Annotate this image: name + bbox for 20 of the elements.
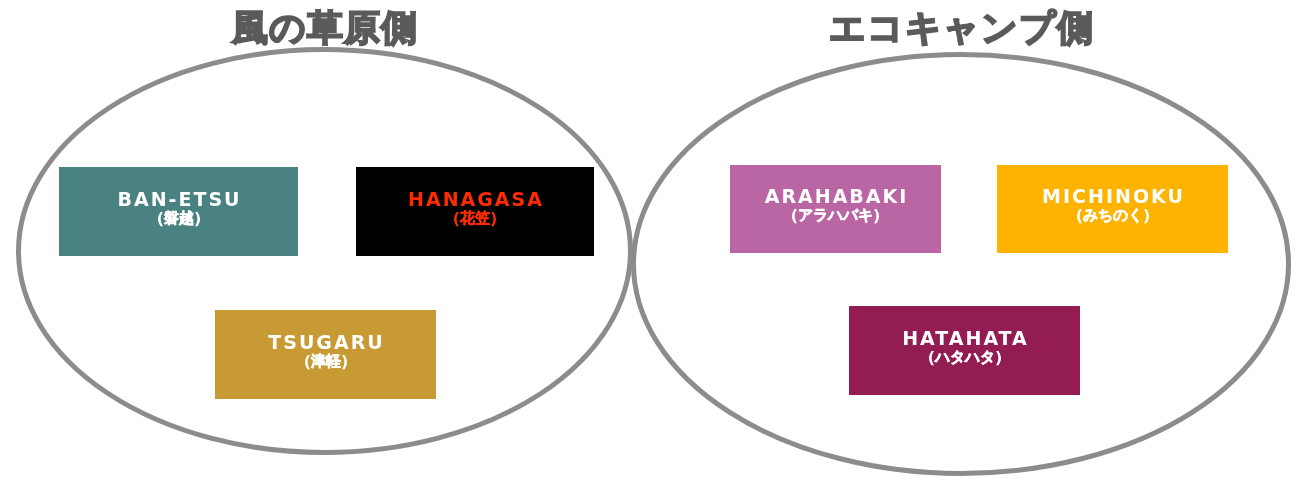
box-title: BAN-ETSU <box>116 188 242 210</box>
box-subtitle: （津軽） <box>295 352 356 370</box>
box-subtitle: （花笠） <box>445 209 505 227</box>
box-subtitle: （アラハバキ） <box>783 207 888 224</box>
stage-box <box>730 165 941 253</box>
box-subtitle: （ハタハタ） <box>919 348 1010 366</box>
stage-box <box>997 165 1228 253</box>
zone-title: エコキャンプ側 <box>828 8 1094 48</box>
box-subtitle: （磐越） <box>148 209 209 227</box>
box-subtitle: （みちのく） <box>1067 207 1158 224</box>
box-title: MICHINOKU <box>1041 186 1185 207</box>
stage-box <box>59 167 298 256</box>
stage-box <box>356 167 594 256</box>
stage-box <box>849 306 1080 395</box>
box-title: TSUGARU <box>267 331 385 353</box>
stage-box <box>215 310 436 399</box>
box-title: ARAHABAKI <box>763 186 909 207</box>
box-title: HANAGASA <box>407 188 544 210</box>
zone-title: 風の草原側 <box>231 8 418 48</box>
box-title: HATAHATA <box>901 327 1029 349</box>
